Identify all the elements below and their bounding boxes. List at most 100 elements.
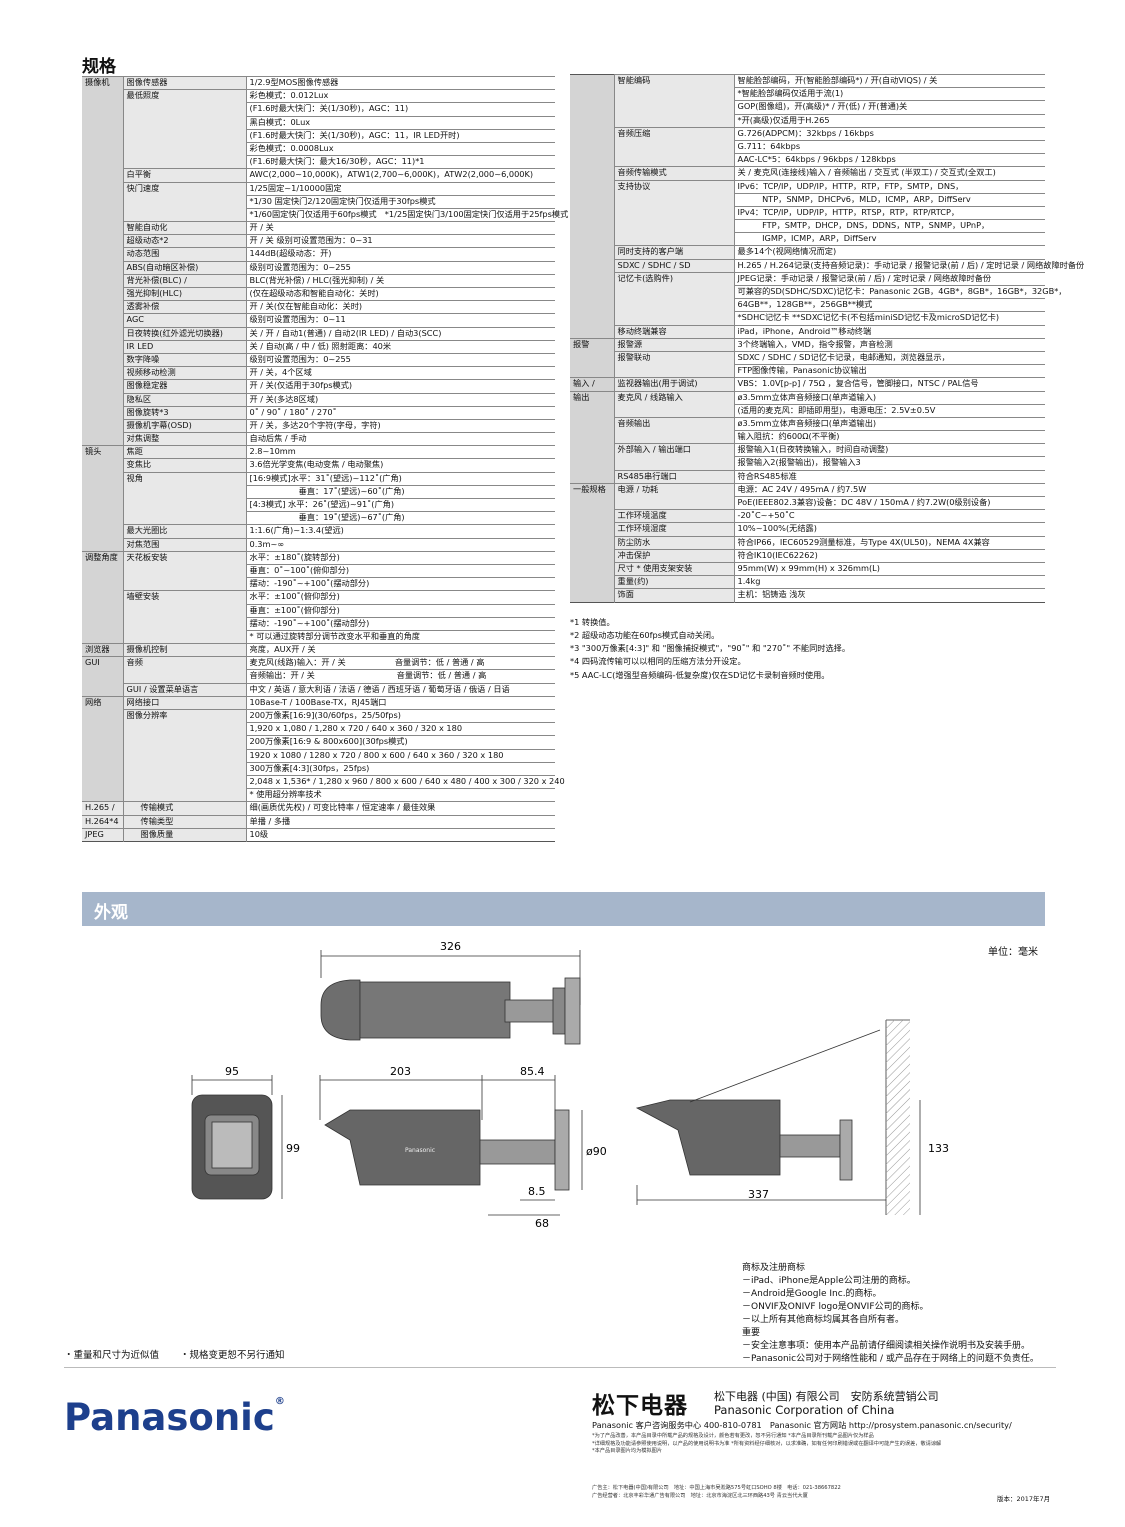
dimension-drawing: 326 95 99 203 85.4 ø90 8.5 68 133 337 Pa… [191, 940, 949, 1230]
value-cell: 彩色模式：0.012Lux [246, 89, 555, 103]
category-cell [570, 496, 615, 510]
value-cell: 中文 / 英语 / 意大利语 / 法语 / 德语 / 西班牙语 / 葡萄牙语 /… [246, 682, 555, 697]
spec-row: *开(高级)仅适用于H.265 [570, 113, 1045, 128]
item-cell: 报警源 [614, 337, 735, 352]
value-cell: 单播 / 多播 [246, 814, 555, 829]
item-cell: 最大光圈比 [123, 524, 247, 539]
category-cell [570, 245, 615, 260]
category-cell [82, 722, 124, 736]
category-cell [82, 709, 124, 723]
item-cell [123, 208, 247, 222]
spec-row: *1/30 固定快门2/120固定快门仅适用于30fps模式 [82, 194, 555, 209]
codec-item: 图像质量 [140, 828, 174, 839]
item-cell [123, 116, 247, 130]
item-cell [123, 775, 247, 789]
spec-row: GOP(图像组)，开(高级)* / 开(低) / 开(普通)关 [570, 100, 1045, 115]
category-cell [82, 538, 124, 552]
spec-row: [4:3模式] 水平：26˚(望远)~91˚(广角) [82, 497, 555, 512]
item-cell: 对焦范围 [123, 537, 247, 552]
category-cell: GUI [82, 656, 124, 670]
category-cell [82, 406, 124, 420]
value-cell: 3.6倍光学变焦(电动变焦 / 电动聚焦) [246, 458, 555, 473]
value-cell: 开 / 关(多达8区域) [246, 392, 555, 407]
item-cell [614, 206, 735, 220]
item-cell: 视频移动检测 [123, 366, 247, 380]
camera-label: Panasonic [405, 1147, 435, 1154]
codec-row: H.265 /传输模式细(画质优先权) / 可变比特率 / 恒定速率 / 最佳效… [82, 801, 555, 815]
category-cell [570, 298, 615, 312]
item-cell: 报警联动 [614, 350, 735, 365]
item-cell [123, 604, 247, 618]
spec-row: 智能编码智能脸部编码，开(智能脸部编码*) / 开(自动VIQS) / 关 [570, 73, 1045, 88]
category-cell: 调整角度 [82, 550, 124, 565]
value-cell: 垂直：0˚~100˚(俯仰部分) [246, 563, 555, 578]
value-cell: 300万像素[4:3](30fps，25fps) [246, 761, 555, 776]
item-cell: 强光抑制(HLC) [123, 286, 247, 301]
dim-337: 337 [748, 1188, 769, 1201]
advertiser-line: 广告主：松下电器(中国)有限公司 地址：中国上海市吴淞路575号虹口SOHO 8… [592, 1485, 841, 1491]
category-cell [82, 116, 124, 130]
item-cell: 音频输出 [614, 416, 735, 431]
item-cell: 摄像机控制 [123, 643, 247, 657]
value-cell: 最多14个(视网络情况而定) [734, 245, 1045, 260]
category-cell [82, 511, 124, 525]
value-cell: 开 / 关 [246, 221, 555, 235]
category-cell [82, 300, 124, 314]
item-cell: 重量(约) [614, 575, 735, 589]
value-cell: JPEG记录：手动记录 / 报警记录(前 / 后) / 定时记录 / 网络故障时… [734, 271, 1045, 286]
spec-row: 视频移动检测开 / 关，4个区域 [82, 366, 555, 380]
category-cell [82, 617, 124, 631]
item-cell: 支持协议 [614, 179, 735, 194]
value-cell: 开 / 关，多达20个字符(字母，字符) [246, 418, 555, 433]
category-cell [82, 221, 124, 235]
item-cell [123, 788, 247, 802]
value-cell: 细(画质优先权) / 可变比特率 / 恒定速率 / 最佳效果 [246, 801, 555, 815]
item-cell: 智能自动化 [123, 221, 247, 235]
spec-row: 垂直：19˚(望远)~67˚(广角) [82, 511, 555, 525]
value-cell: VBS：1.0V[p-p] / 75Ω ，复合信号，管脚接口，NTSC / PA… [734, 377, 1045, 391]
spec-row: 音频输出：开 / 关 音量调节：低 / 普通 / 高 [82, 669, 555, 684]
spec-row: FTP图像传输，Panasonic协议输出 [570, 364, 1045, 378]
category-cell [82, 564, 124, 578]
item-cell [614, 404, 735, 418]
category-cell [82, 485, 124, 499]
spec-table-right: 智能编码智能脸部编码，开(智能脸部编码*) / 开(自动VIQS) / 关*智能… [570, 73, 1084, 603]
item-cell [123, 749, 247, 763]
item-cell [123, 498, 247, 512]
category-cell [570, 325, 615, 339]
value-cell: * 可以通过旋转部分调节改变水平和垂直的角度 [246, 629, 555, 644]
item-cell [123, 511, 247, 525]
category-cell [82, 472, 124, 486]
spec-row: PoE(IEEE802.3兼容)设备：DC 48V / 150mA / 约7.2… [570, 495, 1045, 510]
item-cell [614, 430, 735, 444]
spec-row: 垂直：0˚~100˚(俯仰部分) [82, 563, 555, 578]
category-cell: 浏览器 [82, 643, 124, 657]
value-cell: 摆动：-190˚~+100˚(摆动部分) [246, 577, 555, 591]
codec-cell: H.264*4 [82, 814, 124, 829]
spec-row: (适用的麦克风：即插即用型)，电源电压：2.5V±0.5V [570, 403, 1045, 418]
spec-row: G.711：64kbps [570, 139, 1045, 154]
spec-row: 1,920 x 1,080 / 1,280 x 720 / 640 x 360 … [82, 722, 555, 736]
spec-row: 隐私区开 / 关(多达8区域) [82, 392, 555, 407]
spec-title: 规格 [82, 57, 116, 77]
item-cell: 音频压缩 [614, 126, 735, 141]
dim-95: 95 [225, 1065, 239, 1078]
item-cell: RS485串行端口 [614, 469, 735, 484]
item-cell: IR LED [123, 339, 247, 354]
item-cell: 日夜转换(红外滤光切换器) [123, 326, 247, 341]
spec-row: 透雾补偿开 / 关(仅在智能自动化：关时) [82, 300, 555, 314]
item-cell [614, 114, 735, 128]
value-cell: IPv6：TCP/IP，UDP/IP，HTTP，RTP，FTP，SMTP，DNS… [734, 179, 1045, 194]
category-cell [570, 100, 615, 115]
item-cell [123, 485, 247, 499]
dim-90: ø90 [586, 1145, 607, 1158]
category-cell [570, 351, 615, 365]
item-cell: 动态范围 [123, 247, 247, 262]
panasonic-logo: Panasonic® [64, 1396, 285, 1439]
spec-row: 最低照度彩色模式：0.012Lux [82, 89, 555, 103]
footnotes: *1 转换值。*2 超级动态功能在60fps模式自动关闭。*3 "300万像素[… [570, 616, 850, 682]
value-cell: 音频输出：开 / 关 音量调节：低 / 普通 / 高 [246, 669, 555, 684]
